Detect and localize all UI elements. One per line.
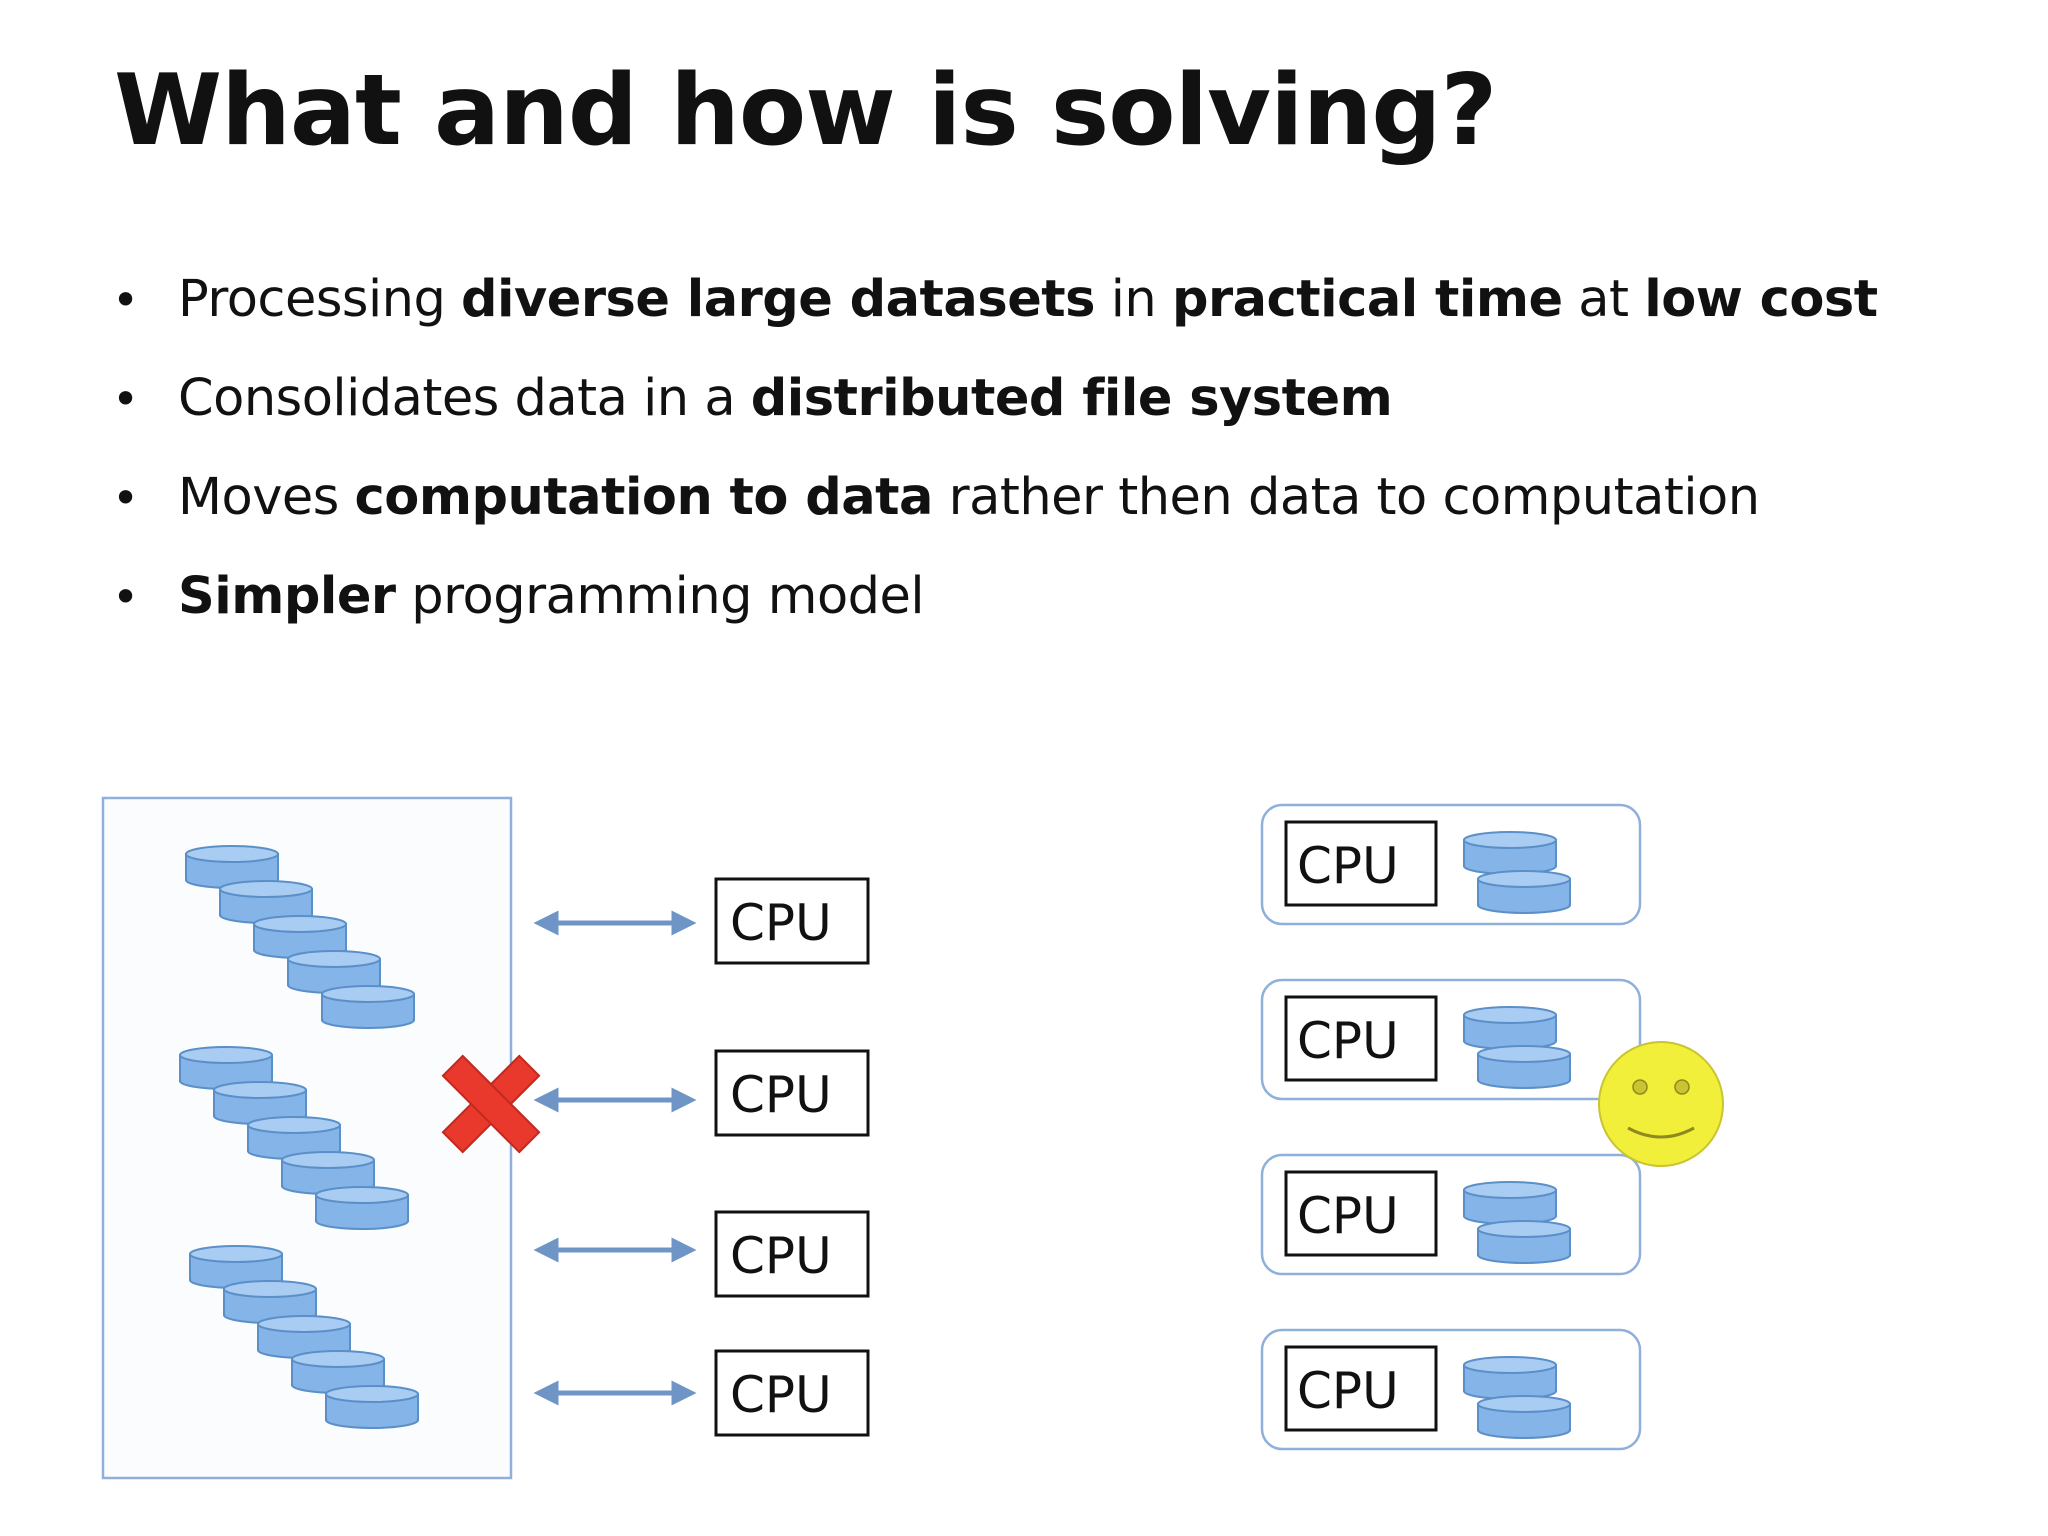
bullet-text: Moves computation to data rather then da… [178,463,1760,533]
cpu-label: CPU [1297,1012,1399,1070]
disk-icon [321,985,415,1029]
node-panel: CPU [1260,803,1642,926]
bullet-text-bold: Simpler [178,567,396,626]
node-panel: CPU [1260,1153,1642,1276]
disk-icon [1477,1395,1571,1439]
bullet-text-part: Processing [178,270,462,329]
bullet-text-part: Moves [178,468,355,527]
cpu-box: CPU [714,1049,870,1137]
slide-title: What and how is solving? [114,54,1497,168]
bullet-list: • Processing diverse large datasets in p… [112,265,2012,661]
bullet-item: • Simpler programming model [112,562,2012,661]
bullet-marker: • [112,273,139,327]
cpu-label: CPU [730,1066,832,1124]
bullet-text-bold: distributed file system [750,369,1393,428]
bullet-text-bold: low cost [1644,270,1878,329]
disk-icon [1477,1220,1571,1264]
cpu-box: CPU [714,877,870,965]
bullet-text-bold: computation to data [354,468,934,527]
disk-icon [1477,1045,1571,1089]
bullet-text-part: Consolidates data in a [178,369,751,428]
node-panel: CPU [1260,1328,1642,1451]
disk-icon [1463,831,1557,875]
bullet-text: Processing diverse large datasets in pra… [178,265,1878,335]
cpu-box: CPU [714,1349,870,1437]
bullet-text-bold: practical time [1171,270,1563,329]
bullet-marker: • [112,570,139,624]
disk-icon [1463,1356,1557,1400]
cpu-label: CPU [1297,1362,1399,1420]
cpu-box: CPU [714,1210,870,1298]
bullet-text-part: at [1562,270,1645,329]
bullet-text-part: in [1095,270,1172,329]
bullet-item: • Processing diverse large datasets in p… [112,265,2012,364]
bullet-marker: • [112,372,139,426]
disk-icon [1463,1181,1557,1225]
disk-icon [1477,870,1571,914]
bullet-item: • Moves computation to data rather then … [112,463,2012,562]
disk-icon [315,1186,409,1230]
disk-icon [325,1385,419,1429]
disk-icon [1463,1006,1557,1050]
bullet-text-part: rather then data to computation [932,468,1760,527]
cpu-label: CPU [1297,837,1399,895]
bullet-text: Simpler programming model [178,562,925,632]
smiley-face-icon [1598,1041,1724,1167]
bullet-text: Consolidates data in a distributed file … [178,364,1393,434]
red-x-icon [441,1054,541,1154]
bullet-item: • Consolidates data in a distributed fil… [112,364,2012,463]
cpu-label: CPU [1297,1187,1399,1245]
cpu-label: CPU [730,894,832,952]
bullet-text-part: programming model [395,567,925,626]
bullet-marker: • [112,471,139,525]
cpu-label: CPU [730,1227,832,1285]
node-panel: CPU [1260,978,1642,1101]
bullet-text-bold: diverse large datasets [461,270,1096,329]
cpu-label: CPU [730,1366,832,1424]
